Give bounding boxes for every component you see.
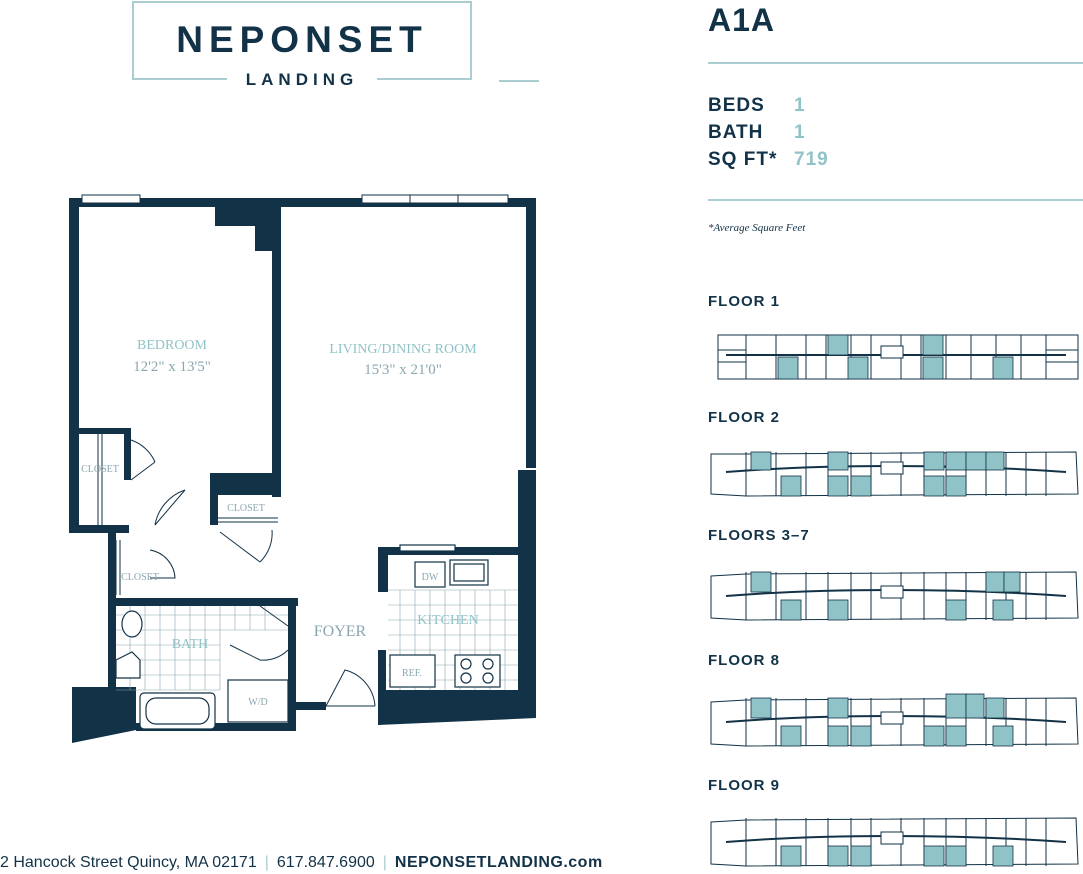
- logo-name: NEPONSET: [176, 19, 428, 60]
- brand-logo: NEPONSET LANDING: [132, 1, 539, 88]
- sqft-footnote: *Average Square Feet: [708, 222, 806, 234]
- footer-phone: 617.847.6900: [276, 854, 375, 871]
- closet-bedroom-label: CLOSET: [81, 464, 119, 475]
- sqft-value: 719: [794, 149, 829, 170]
- divider-top: [708, 62, 1083, 64]
- floor-label-4: FLOOR 8: [708, 652, 781, 669]
- bedroom-name: BEDROOM: [137, 338, 208, 353]
- sqft-label: SQ FT*: [708, 149, 778, 170]
- keyplan-floor-8: [710, 693, 1079, 747]
- floor-label-2: FLOOR 2: [708, 409, 781, 426]
- footer: 2 Hancock Street Quincy, MA 02171 | 617.84…: [0, 854, 603, 872]
- bath-label: BATH: [172, 637, 209, 652]
- kitchen-label: KITCHEN: [417, 613, 478, 628]
- logo-sub: LANDING: [227, 71, 377, 88]
- footer-address: 2 Hancock Street Quincy, MA 02171: [0, 854, 257, 871]
- divider-bottom: [708, 199, 1083, 201]
- beds-value: 1: [794, 95, 806, 116]
- footer-website[interactable]: NEPONSETLANDING.com: [394, 854, 603, 871]
- unit-title: A1A: [708, 2, 776, 38]
- beds-label: BEDS: [708, 95, 765, 116]
- closet-living-label: CLOSET: [227, 503, 265, 514]
- living-room-name: LIVING/DINING ROOM: [329, 342, 477, 357]
- bath-value: 1: [794, 122, 806, 143]
- keyplan-floor-9: [710, 817, 1079, 867]
- keyplan-floor-3-7: [710, 571, 1079, 621]
- foyer-label: FOYER: [314, 623, 367, 640]
- floor-label-1: FLOOR 1: [708, 293, 781, 310]
- closet-hall-label: CLOSET: [121, 572, 159, 583]
- refrigerator-label: REF.: [402, 668, 422, 679]
- living-room-dimensions: 15'3" x 21'0": [364, 362, 442, 378]
- washer-dryer-label: W/D: [248, 697, 267, 708]
- footer-separator: |: [382, 854, 387, 871]
- bath-label: BATH: [708, 122, 764, 143]
- floor-label-3: FLOORS 3–7: [708, 527, 810, 544]
- logo-line-right: [499, 80, 539, 82]
- keyplan-floor-2: [710, 451, 1079, 497]
- footer-separator: |: [264, 854, 269, 871]
- bedroom-dimensions: 12'2" x 13'5": [133, 359, 211, 375]
- keyplan-floor-1: [717, 334, 1079, 380]
- dishwasher-label: DW: [422, 572, 439, 583]
- floor-plan: BEDROOM 12'2" x 13'5" LIVING/DINING ROOM…: [69, 194, 536, 743]
- floor-label-5: FLOOR 9: [708, 777, 781, 794]
